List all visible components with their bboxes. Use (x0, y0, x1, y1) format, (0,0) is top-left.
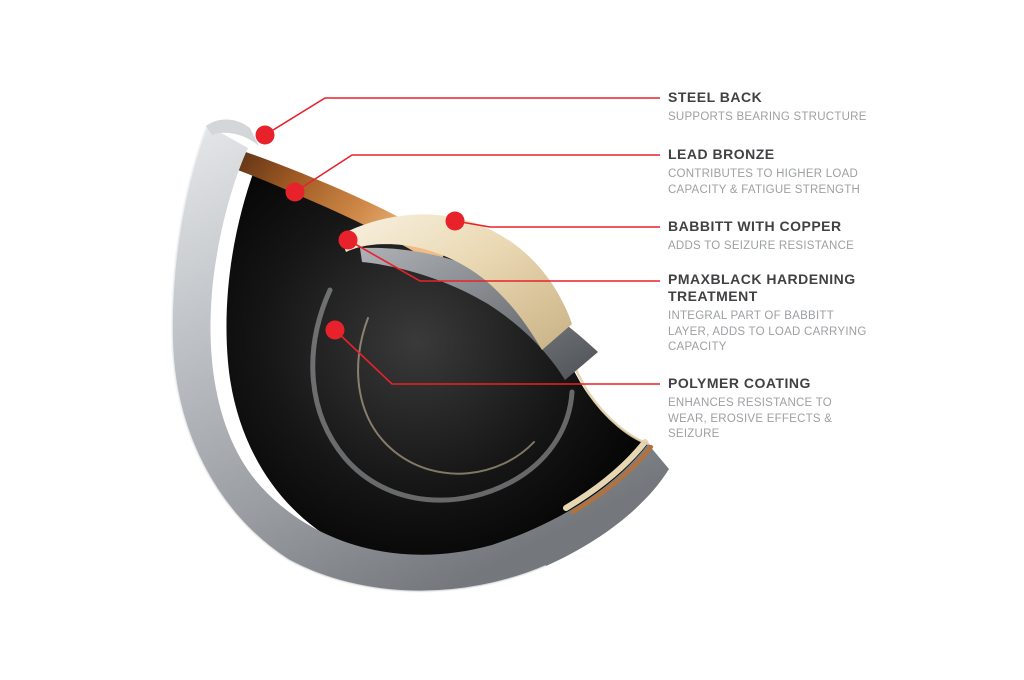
callout-heading: STEEL BACK (668, 89, 763, 105)
callout-dot-babbitt (445, 211, 465, 231)
callout-dots (255, 125, 465, 340)
steel-band-edge-highlight (170, 124, 547, 593)
callout-heading: LEAD BRONZE (668, 146, 775, 162)
pmaxblack-polymer-core (226, 160, 650, 565)
leader-line-babbitt (454, 220, 660, 228)
callout-heading: PMAXBLACK HARDENING TREATMENT (668, 271, 856, 304)
callout-description: ADDS TO SEIZURE RESISTANCE (668, 240, 855, 252)
callout-lead-bronze: LEAD BRONZE CONTRIBUTES TO HIGHER LOAD C… (668, 146, 896, 198)
babbitt-spiral-edge (357, 317, 535, 475)
steel-back-band (171, 125, 669, 592)
leader-line-lead-bronze (294, 154, 660, 193)
callout-dot-polymer (325, 320, 345, 340)
callout-dot-pmaxblack (338, 230, 358, 250)
callout-dot-lead-bronze (285, 182, 305, 202)
leader-line-pmaxblack (347, 239, 660, 282)
callout-description: ENHANCES RESISTANCE TO WEAR, EROSIVE EFF… (668, 397, 833, 440)
leader-line-steel-back (264, 97, 660, 136)
babbitt-layer-end-strip (563, 439, 648, 511)
babbitt-ribbon (340, 214, 572, 350)
leader-lines (264, 97, 660, 385)
steel-tip-face (206, 119, 259, 146)
callout-heading: BABBITT WITH COPPER (668, 218, 842, 234)
callout-description: INTEGRAL PART OF BABBITT LAYER, ADDS TO … (668, 310, 867, 353)
callout-heading: POLYMER COATING (668, 375, 811, 391)
callout-steel-back: STEEL BACK SUPPORTS BEARING STRUCTURE (668, 89, 896, 126)
callout-polymer-coating: POLYMER COATING ENHANCES RESISTANCE TO W… (668, 375, 896, 443)
callout-pmaxblack-hardening: PMAXBLACK HARDENING TREATMENT INTEGRAL P… (668, 271, 896, 356)
polymer-spiral-highlight (310, 287, 575, 503)
copper-layer-end-strip (571, 445, 653, 514)
callout-babbitt-with-copper: BABBITT WITH COPPER ADDS TO SEIZURE RESI… (668, 218, 896, 255)
leader-line-polymer (334, 329, 660, 385)
callout-description: SUPPORTS BEARING STRUCTURE (668, 111, 867, 123)
callout-description: CONTRIBUTES TO HIGHER LOAD CAPACITY & FA… (668, 168, 861, 196)
callout-dot-steel-back (255, 125, 275, 145)
